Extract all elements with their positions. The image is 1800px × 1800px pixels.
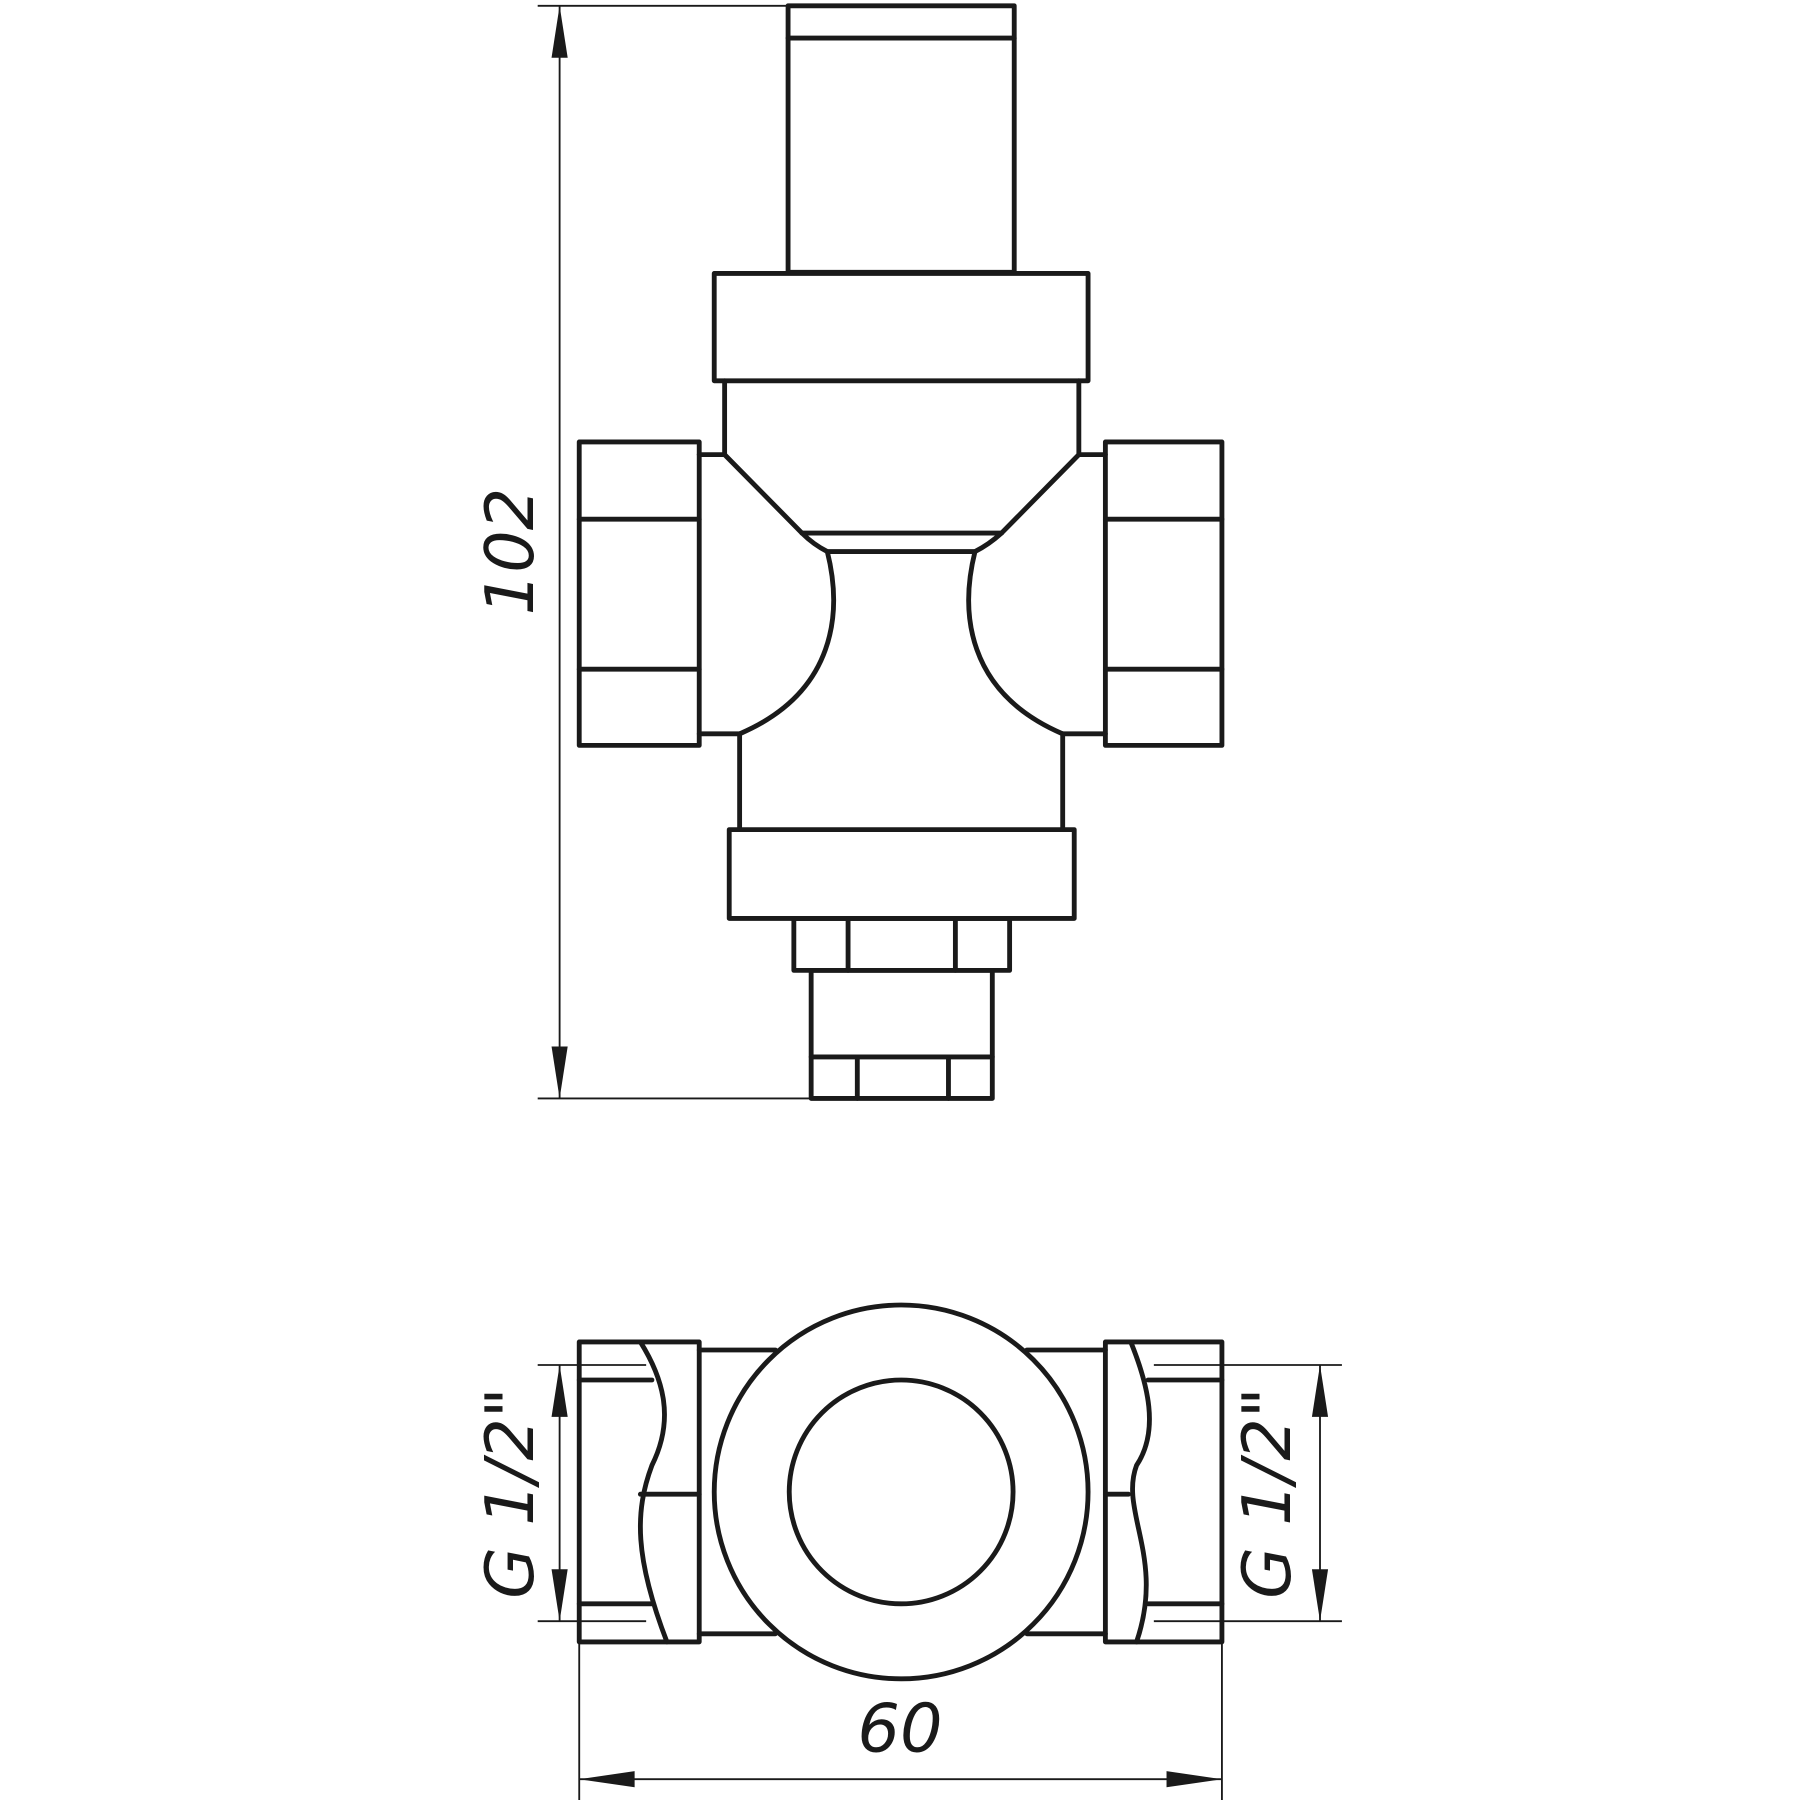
front-view xyxy=(576,3,1225,1101)
adjustment-cap xyxy=(785,3,1017,275)
top-view xyxy=(576,1302,1225,1682)
thread-dimension-left: G 1/2" xyxy=(471,1364,647,1623)
thread-dimension-right: G 1/2" xyxy=(1153,1364,1342,1623)
bonnet-nut xyxy=(711,271,1091,384)
height-dimension: 102 xyxy=(471,4,812,1100)
left-port-top xyxy=(576,1339,702,1645)
height-label: 102 xyxy=(471,488,549,616)
valve-body xyxy=(696,549,1108,833)
upper-body xyxy=(696,378,1108,554)
right-port-top xyxy=(1102,1339,1225,1645)
body-outer-circle xyxy=(711,1302,1091,1682)
left-port-nut xyxy=(576,439,702,748)
lower-nut xyxy=(726,827,1077,921)
thread-label-left: G 1/2" xyxy=(471,1387,549,1599)
thread-label-right: G 1/2" xyxy=(1228,1387,1306,1599)
width-label: 60 xyxy=(857,1690,942,1768)
lower-hex xyxy=(791,916,1013,973)
gauge-port xyxy=(808,967,995,1101)
width-dimension: 60 xyxy=(578,1641,1223,1800)
right-port-nut xyxy=(1102,439,1225,748)
body-inner-circle xyxy=(786,1377,1016,1607)
